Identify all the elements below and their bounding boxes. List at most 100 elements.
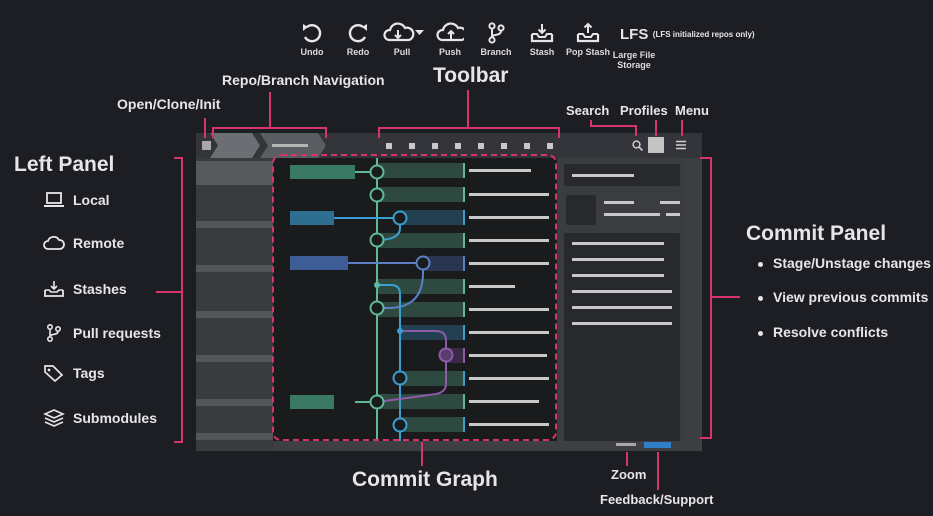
message-bar	[469, 423, 549, 426]
redo-icon	[348, 24, 367, 43]
toolbar-redo: Redo	[342, 22, 374, 57]
branch-tab-text	[272, 144, 308, 147]
commit-graph-callout: Commit Graph	[352, 468, 498, 491]
commit-bullet: View previous commits	[758, 289, 928, 305]
cloud-upload-icon	[436, 22, 464, 42]
open-clone-callout: Open/Clone/Init	[117, 96, 221, 112]
lfs-caption: Large File Storage	[610, 50, 658, 70]
left-item-remote: Remote	[43, 234, 124, 252]
row-bg	[400, 371, 463, 386]
toolbar-slot	[478, 143, 484, 149]
left-panel-callout: Left Panel	[14, 153, 115, 176]
commit-detail-line	[572, 306, 672, 309]
stash-tray-icon	[44, 281, 64, 297]
left-panel-divider	[196, 433, 273, 440]
left-item-label: Submodules	[73, 410, 158, 426]
toolbar-bracket	[378, 90, 560, 138]
left-item-label: Remote	[73, 235, 125, 251]
message-bar	[469, 377, 549, 380]
pop-stash-icon	[576, 22, 600, 43]
commit-node	[369, 187, 385, 203]
commit-detail-line	[572, 258, 664, 261]
stash-icon	[530, 24, 554, 43]
row-marker	[463, 394, 465, 409]
row-marker	[463, 233, 465, 248]
row-bg	[377, 187, 463, 202]
zoom-callout: Zoom	[611, 467, 647, 482]
left-item-label: Stashes	[73, 281, 127, 297]
toolbar-slot	[547, 143, 553, 149]
row-marker	[463, 371, 465, 386]
push-label: Push	[438, 47, 461, 57]
branch-label-tag	[290, 165, 355, 179]
row-marker	[463, 417, 465, 432]
commit-node	[438, 347, 454, 363]
left-panel-divider	[196, 355, 273, 362]
menu-icon[interactable]	[676, 140, 686, 150]
zoom-control[interactable]	[616, 443, 636, 446]
left-panel-divider	[196, 311, 273, 318]
branch-line-purple	[376, 330, 447, 403]
laptop-icon	[44, 192, 64, 207]
left-panel-divider	[196, 265, 273, 272]
commit-meta-line	[604, 201, 634, 204]
toolbar-slot	[386, 143, 392, 149]
message-bar	[469, 354, 547, 357]
feedback-callout: Feedback/Support	[600, 492, 714, 507]
row-marker	[463, 210, 465, 225]
row-marker	[463, 256, 465, 271]
toolbar-slot	[455, 143, 461, 149]
commit-detail-line	[572, 274, 664, 277]
commit-panel-bracket	[700, 157, 740, 439]
commit-meta-line	[660, 201, 680, 204]
feedback-button[interactable]	[644, 442, 671, 448]
toolbar-push: Push	[433, 22, 467, 57]
row-bg	[377, 233, 463, 248]
left-item-tags: Tags	[43, 364, 105, 382]
toolbar-undo: Undo	[296, 22, 328, 57]
layers-icon	[43, 409, 65, 427]
left-panel-divider	[196, 221, 273, 228]
row-bg	[400, 210, 463, 225]
redo-label: Redo	[346, 47, 370, 57]
toolbar-lfs: LFS (LFS initialized repos only)	[620, 26, 755, 44]
branch-label-tag	[290, 256, 348, 270]
undo-label: Undo	[300, 47, 324, 57]
message-bar	[469, 169, 531, 172]
cloud-icon	[43, 235, 65, 250]
repo-nav-bracket	[212, 92, 327, 138]
toolbar-slot	[501, 143, 507, 149]
pull-label: Pull	[393, 47, 411, 57]
left-item-pull-requests: Pull requests	[43, 324, 161, 342]
profile-avatar[interactable]	[648, 137, 664, 153]
commit-node	[369, 394, 385, 410]
toolbar-slot	[409, 143, 415, 149]
left-item-label: Tags	[73, 365, 105, 381]
row-bg	[377, 163, 463, 178]
open-clone-button[interactable]	[202, 141, 211, 150]
row-marker	[463, 302, 465, 317]
branch-label-tag	[290, 211, 334, 225]
left-item-local: Local	[43, 191, 110, 209]
row-bg	[400, 417, 463, 432]
branch-line-link	[355, 171, 377, 403]
toolbar-slot	[524, 143, 530, 149]
commit-node	[369, 164, 385, 180]
message-bar	[469, 285, 515, 288]
tag-icon	[44, 365, 64, 382]
lfs-note: (LFS initialized repos only)	[652, 30, 755, 39]
commit-panel-header-text	[572, 174, 634, 177]
lfs-caption-line2: Storage	[617, 60, 651, 70]
commit-meta-line	[604, 213, 660, 216]
search-icon[interactable]	[632, 140, 643, 151]
commit-node-small	[374, 282, 380, 288]
commit-graph	[290, 158, 549, 441]
branch-label: Branch	[480, 47, 512, 57]
left-item-submodules: Submodules	[43, 408, 157, 428]
commit-node	[392, 370, 408, 386]
row-marker	[463, 187, 465, 202]
cloud-download-icon	[383, 22, 424, 42]
commit-details-box	[564, 233, 680, 441]
left-item-label: Pull requests	[73, 325, 161, 341]
repo-branch-breadcrumb[interactable]	[210, 133, 330, 158]
